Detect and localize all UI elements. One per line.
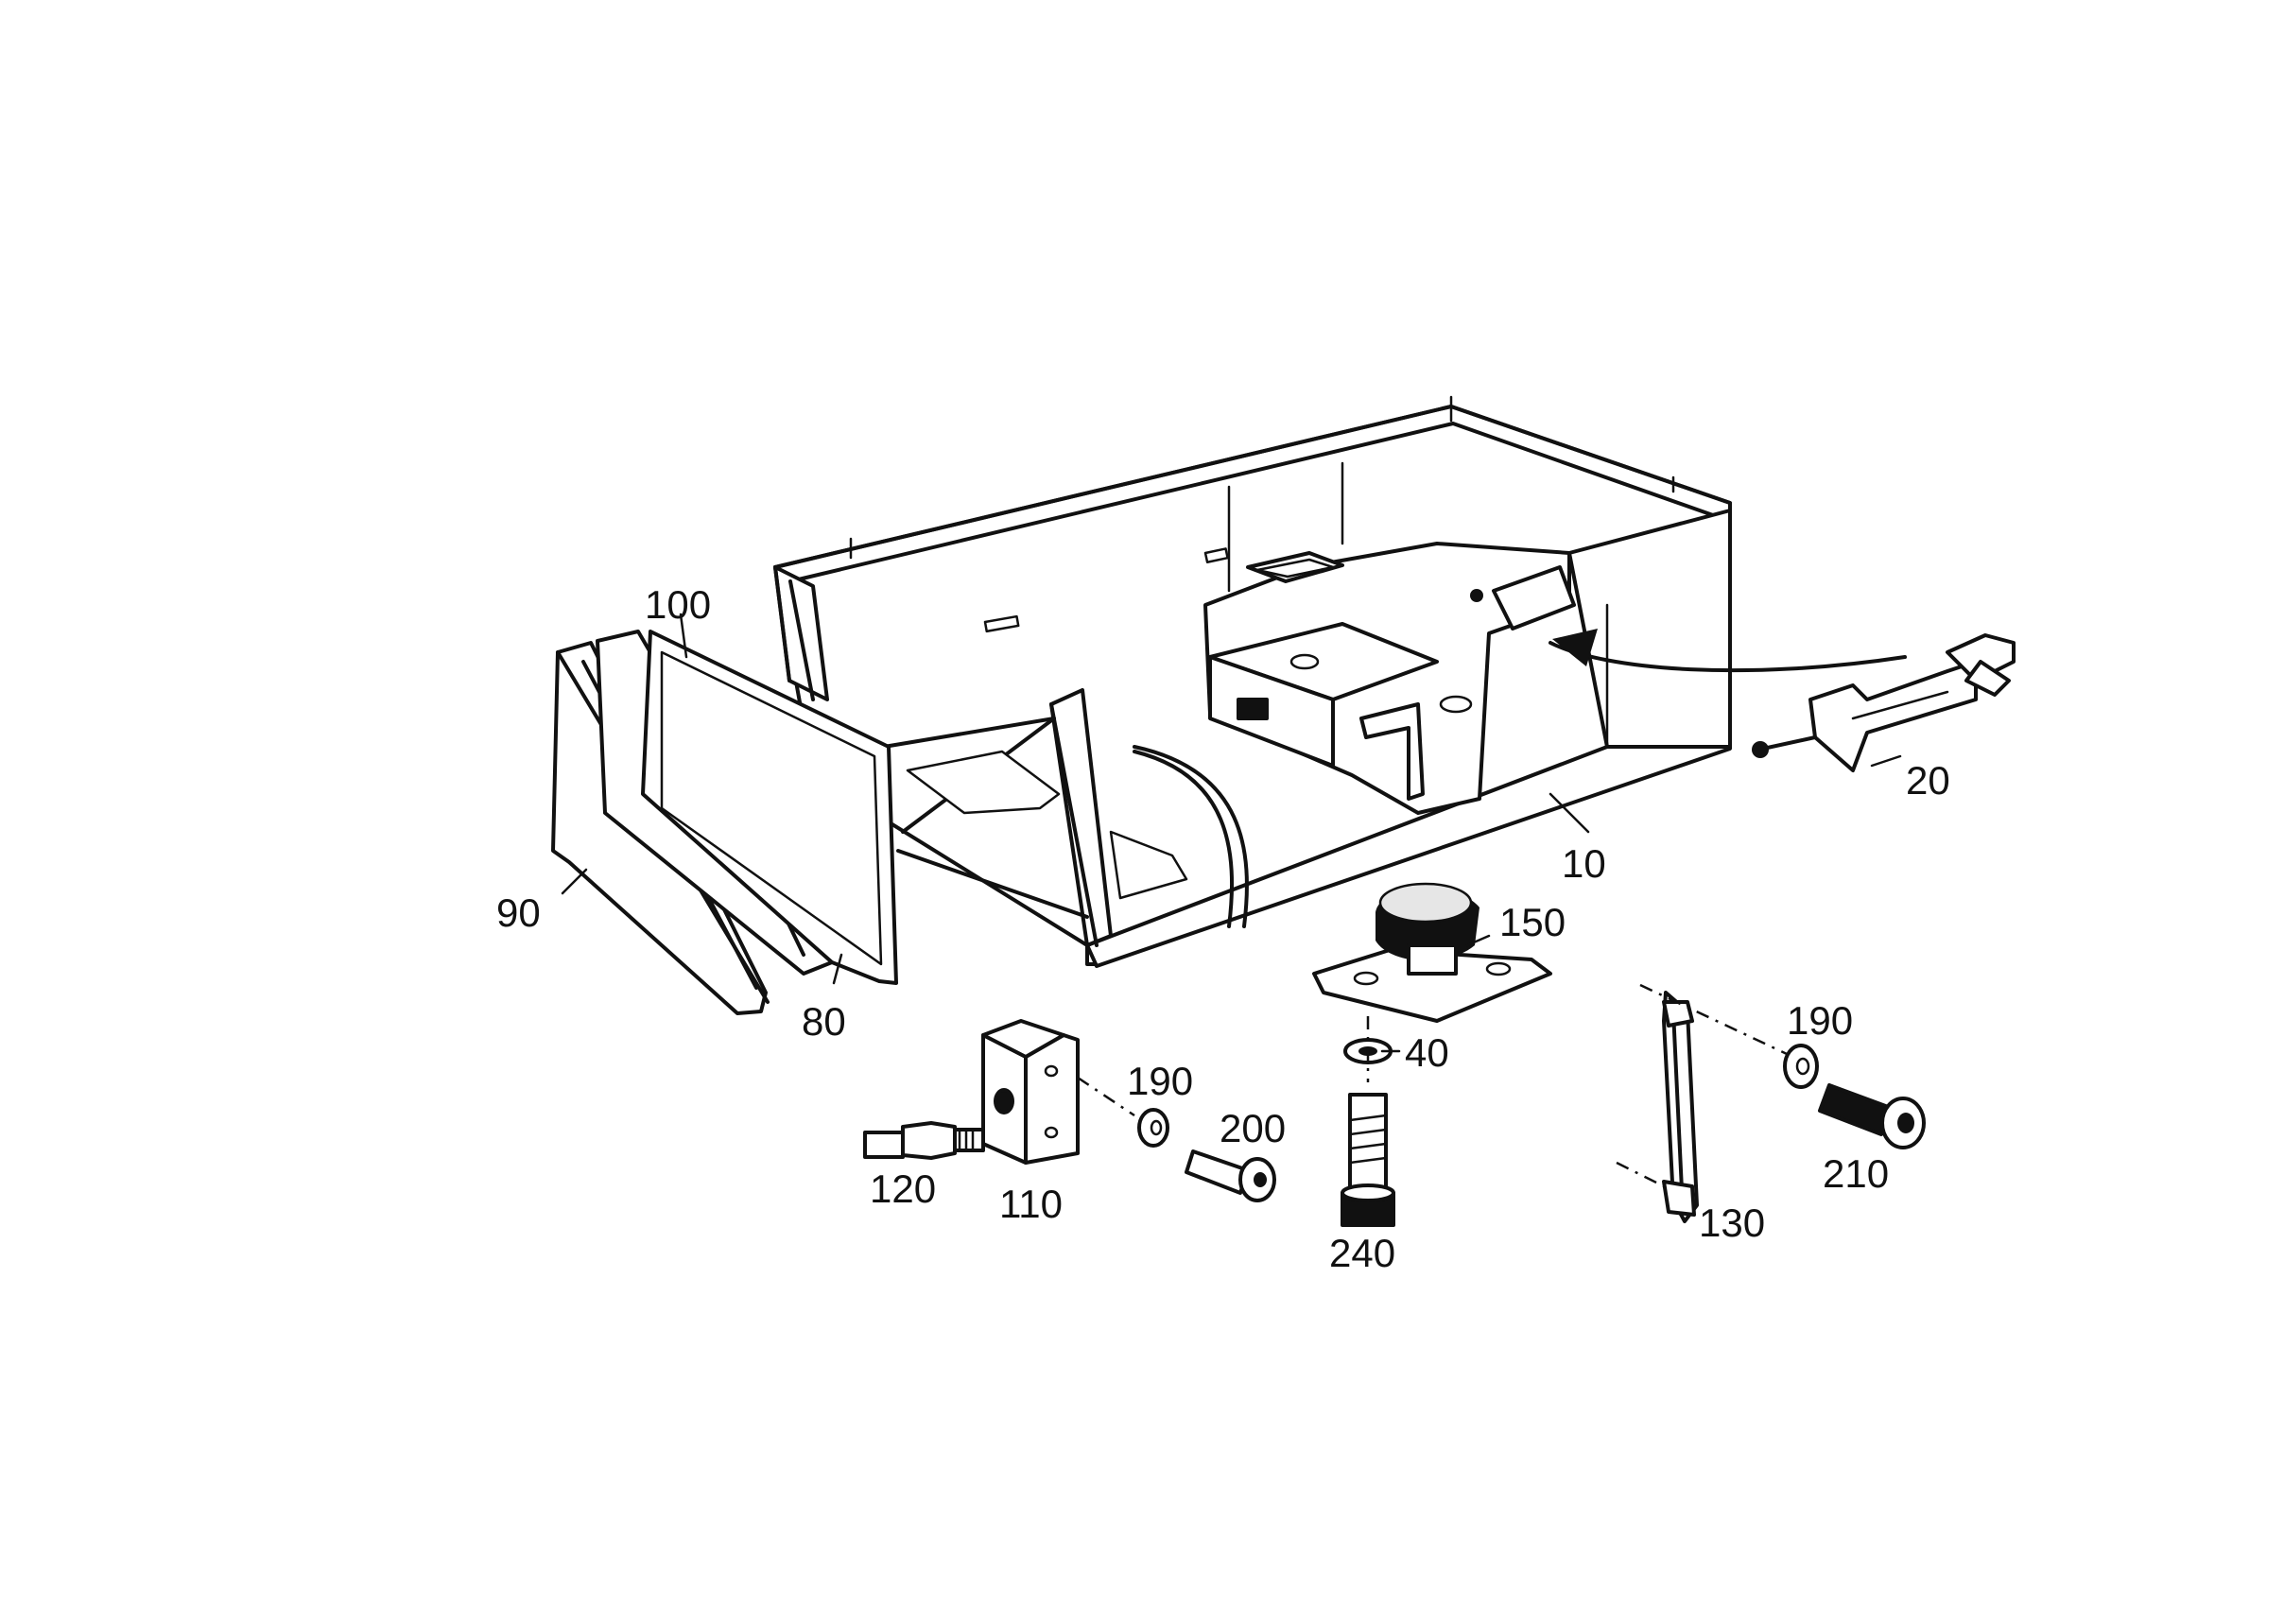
handle-part-130 — [1616, 983, 1802, 1223]
assembly-arrows — [1133, 629, 1907, 928]
callout-190-right: 190 — [1787, 998, 1853, 1043]
callout-90: 90 — [496, 890, 541, 935]
washer-part-40 — [1343, 1016, 1393, 1082]
cap-screw-part-210 — [1818, 1083, 1926, 1149]
callout-100: 100 — [645, 582, 711, 627]
bracket-block-part-110 — [981, 1019, 1135, 1165]
callout-240: 240 — [1329, 1231, 1395, 1275]
inner-bracket-assembly — [983, 542, 1576, 815]
callout-10: 10 — [1562, 841, 1606, 886]
callout-200: 200 — [1220, 1106, 1286, 1150]
panel-part-80 — [641, 630, 898, 985]
washer-part-190-left — [1137, 1108, 1169, 1148]
washer-part-190-right — [1783, 1044, 1819, 1089]
callout-190-left: 190 — [1127, 1059, 1193, 1103]
latch-part-20 — [1752, 633, 2016, 772]
bolt-part-240 — [1341, 1093, 1395, 1227]
callout-110: 110 — [999, 1182, 1063, 1226]
knob-part-150 — [1312, 882, 1552, 1023]
callout-80: 80 — [802, 999, 846, 1044]
callout-150: 150 — [1499, 900, 1566, 944]
callout-20: 20 — [1906, 758, 1950, 803]
callout-210: 210 — [1823, 1151, 1889, 1196]
callout-labels: 10 20 40 80 90 100 110 120 130 150 190 1… — [496, 582, 1950, 1275]
fitting-part-120 — [863, 1121, 985, 1160]
leader-lines — [561, 613, 1902, 1053]
callout-130: 130 — [1699, 1201, 1765, 1245]
callout-120: 120 — [870, 1166, 936, 1211]
callout-40: 40 — [1405, 1030, 1449, 1075]
screw-part-200 — [1185, 1149, 1276, 1202]
